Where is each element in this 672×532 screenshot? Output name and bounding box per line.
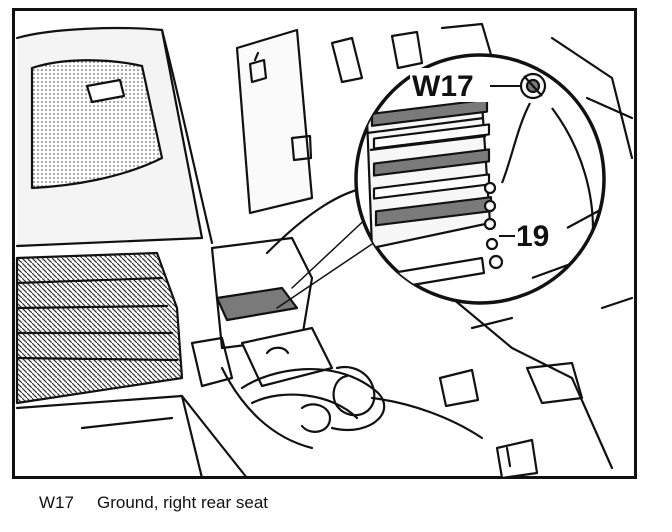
vehicle-interior-illustration: W17 19 bbox=[12, 8, 637, 479]
caption-text: Ground, right rear seat bbox=[97, 493, 269, 512]
caption-code: W17 bbox=[39, 493, 74, 512]
diagram-figure: W17 19 bbox=[12, 8, 637, 479]
item19-callout-label: 19 bbox=[516, 220, 549, 253]
detail-magnifier: W17 19 bbox=[354, 53, 606, 305]
w17-callout-label: W17 bbox=[412, 70, 474, 103]
figure-caption: W17 Ground, right rear seat bbox=[39, 493, 268, 513]
background-linework bbox=[15, 22, 634, 479]
